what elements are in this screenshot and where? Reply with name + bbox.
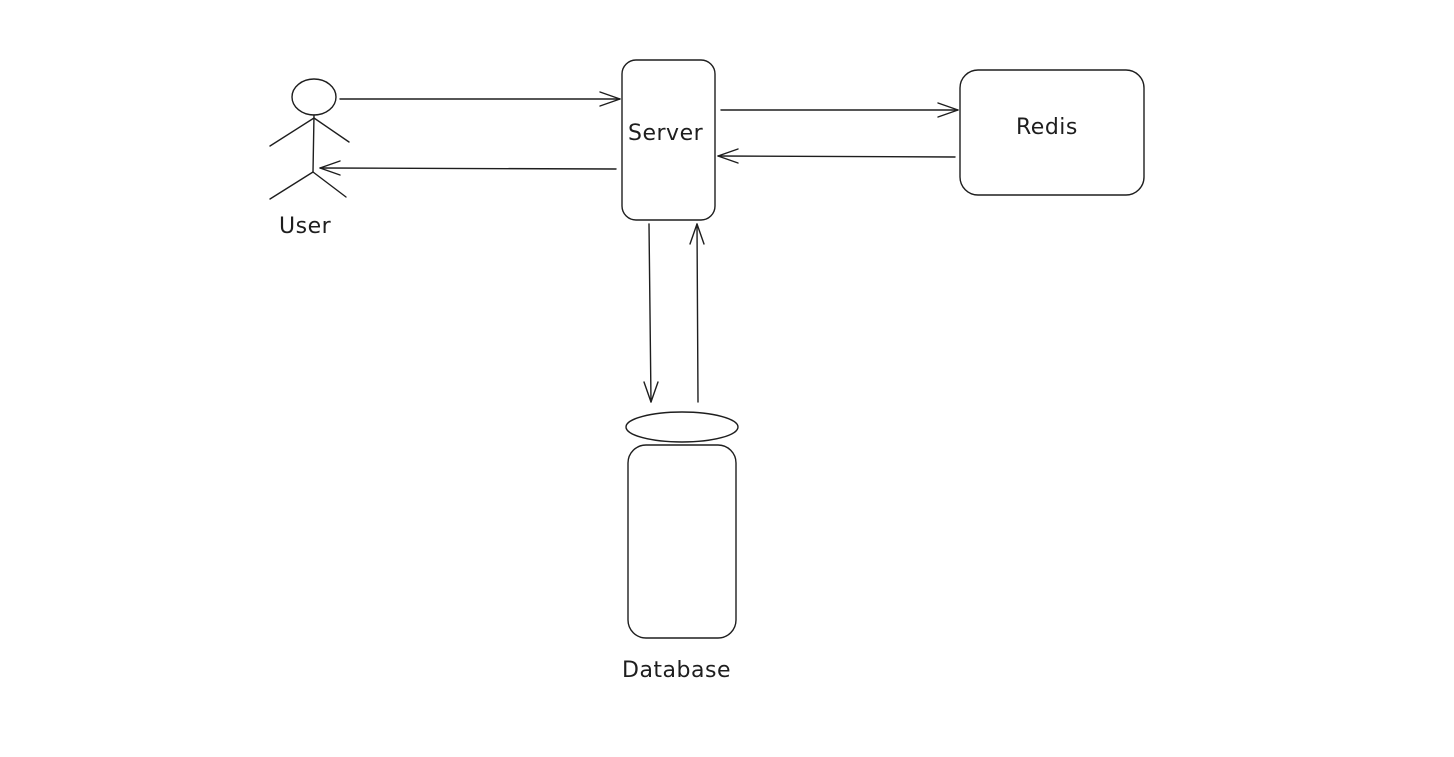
server-node (621, 59, 716, 221)
database-label: Database (622, 658, 731, 683)
server-label: Server (628, 121, 704, 146)
redis-node (959, 69, 1145, 196)
edge-user-to-server-arrow (339, 91, 621, 107)
edge-server-to-redis-arrow (720, 102, 959, 118)
edge-database-to-server-arrow (689, 223, 705, 403)
database-cylinder-node (625, 411, 739, 639)
user-label: User (279, 214, 332, 239)
edge-server-to-database-arrow (643, 223, 659, 403)
user-stick-figure-icon (269, 78, 350, 200)
redis-label: Redis (1016, 115, 1078, 140)
edge-server-to-user-arrow (319, 160, 617, 176)
edge-redis-to-server-arrow (717, 148, 956, 164)
